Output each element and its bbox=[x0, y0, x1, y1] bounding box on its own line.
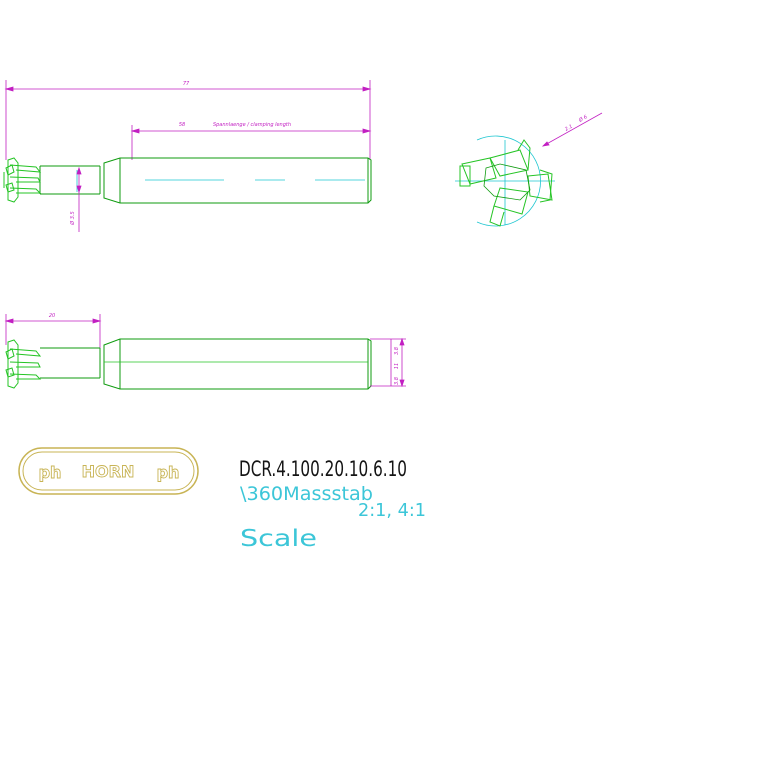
end-view-cutter bbox=[459, 139, 553, 227]
shank-height-top-label: 3.8 bbox=[394, 347, 400, 355]
logo-left-mark: ph bbox=[39, 463, 62, 482]
logo-inner-frame bbox=[22, 451, 195, 491]
scale-ratio: 2:1, 4:1 bbox=[358, 500, 426, 521]
overall-length-dimension bbox=[4, 80, 372, 160]
shank-height-dimension bbox=[370, 337, 406, 388]
shank-height-label: 11 bbox=[394, 363, 400, 369]
end-view-inner bbox=[483, 163, 531, 201]
overall-length-label: 77 bbox=[183, 81, 190, 87]
logo-outer-frame bbox=[18, 447, 199, 495]
cutter-head-bottom bbox=[5, 339, 42, 389]
side-view-bottom: 20 3.8 11 bbox=[4, 313, 406, 390]
clamping-length-value: 58 bbox=[179, 122, 185, 128]
neck-diameter-label: Ø 3.5 bbox=[69, 211, 76, 225]
logo-brand: HORN bbox=[82, 462, 135, 481]
shank-top bbox=[99, 157, 372, 204]
end-view-diameter-dimension bbox=[541, 112, 603, 147]
end-view-diameter-label: Ø 6 bbox=[577, 113, 589, 124]
side-view-top: 77 58 Spannlaenge / clamping length bbox=[3, 80, 372, 232]
neck-diameter-dimension bbox=[76, 166, 82, 232]
neck-top bbox=[39, 165, 100, 195]
clamping-length-label: Spannlaenge / clamping length bbox=[213, 122, 291, 128]
part-code: DCR.4.100.20.10.6.10 bbox=[239, 457, 407, 481]
end-view: 2.1 Ø 6 bbox=[455, 112, 603, 227]
logo-right-mark: ph bbox=[157, 463, 180, 482]
end-view-small-label: 2.1 bbox=[564, 124, 574, 133]
neck-length-dimension bbox=[4, 314, 102, 348]
horn-logo: ph HORN ph bbox=[18, 447, 199, 495]
title-block: DCR.4.100.20.10.6.10 \360Massstab 2:1, 4… bbox=[239, 457, 426, 552]
neck-length-label: 20 bbox=[49, 313, 55, 319]
scale-label: Scale bbox=[240, 526, 317, 552]
mass-label: \360Massstab bbox=[240, 483, 373, 505]
shank-bottom bbox=[40, 338, 372, 390]
shank-height-bottom-label: 3.8 bbox=[394, 377, 400, 385]
clamping-length-dimension bbox=[130, 125, 372, 160]
cutter-head-top bbox=[3, 157, 42, 203]
